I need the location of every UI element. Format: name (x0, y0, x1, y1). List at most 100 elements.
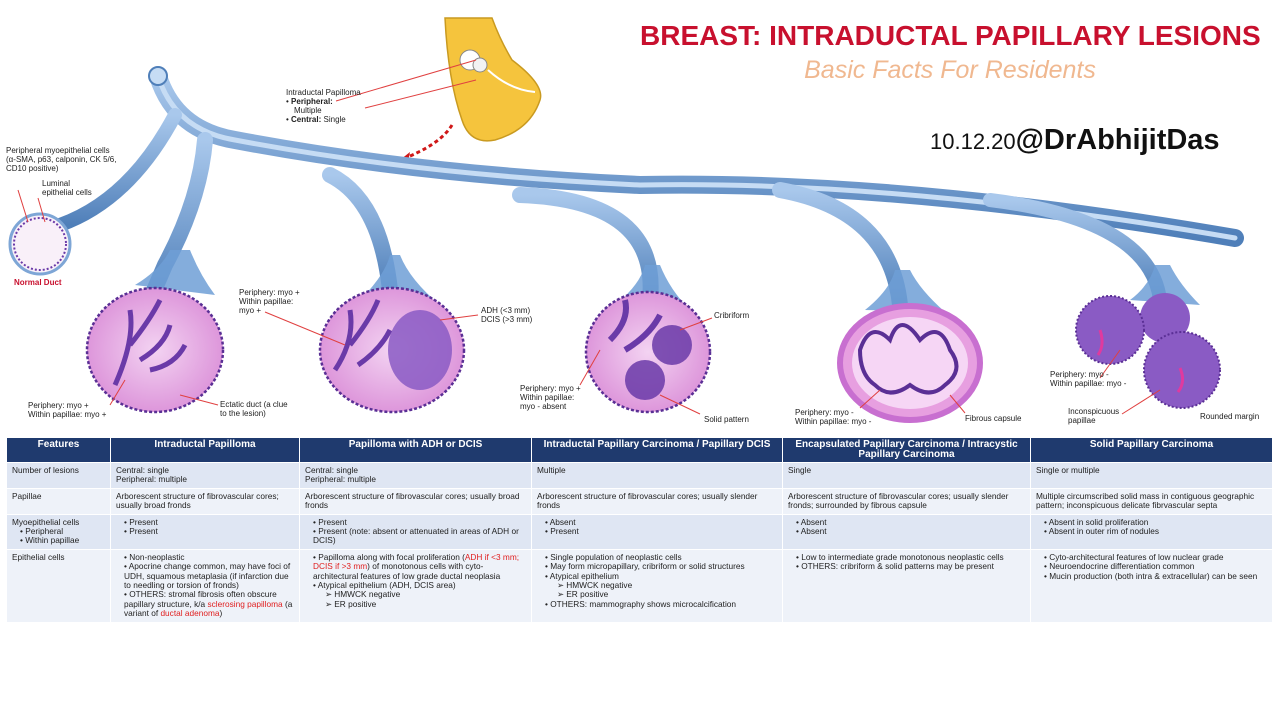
table-cell: Arborescent structure of fibrovascular c… (299, 487, 532, 515)
cell-line: Present (124, 517, 294, 527)
table-cell: Multiple (531, 462, 783, 489)
cell-line: Apocrine change common, may have foci of… (124, 562, 294, 590)
label-text: Peripheral: (291, 97, 333, 106)
cell-line: Single population of neoplastic cells (545, 552, 777, 562)
label-text: epithelial cells (42, 188, 92, 197)
cell-line: Central: single (305, 465, 359, 475)
label-text: Peripheral myoepithelial cells (6, 146, 110, 155)
cell-line: Present (313, 517, 526, 527)
table-cell: Single population of neoplastic cells Ma… (531, 548, 783, 623)
cell-line: May form micropapillary, cribriform or s… (545, 561, 777, 571)
cell-line: Absent in outer rim of nodules (1044, 526, 1267, 536)
label-text: Within papillae: myo - (795, 417, 872, 426)
adh-dcis-label: ADH (<3 mm) DCIS (>3 mm) (481, 306, 532, 324)
label-text: Periphery: myo + (28, 401, 89, 410)
leader-lines (17, 59, 1161, 415)
rounded-margin-label: Rounded margin (1200, 412, 1260, 421)
label-text: Within papillae: (239, 297, 294, 306)
column-header: Encapsulated Papillary Carcinoma / Intra… (782, 437, 1031, 463)
table-cell: Low to intermediate grade monotonous neo… (782, 548, 1031, 623)
cell-line: Myoepithelial cells (12, 516, 80, 527)
papilloma-types-label: Intraductal Papilloma • Peripheral: Mult… (286, 88, 361, 124)
table-cell: Arborescent structure of fibrovascular c… (110, 487, 300, 515)
label-text: Single (323, 115, 346, 124)
author-byline: 10.12.20@DrAbhijitDas (930, 124, 1220, 157)
table-cell: Arborescent structure of fibrovascular c… (782, 487, 1031, 515)
intraductal-papilloma-lesion (85, 286, 225, 414)
table-cell: Papilloma along with focal proliferation… (299, 548, 532, 623)
duct-illustration (8, 17, 1244, 423)
cell-line: ER positive (545, 590, 777, 600)
label-text: ADH (<3 mm) (481, 306, 531, 315)
cell-line: OTHERS: mammography shows microcalcifica… (545, 599, 777, 609)
label-text: myo + (239, 306, 262, 315)
table-row: Myoepithelial cells PeripheralWithin pap… (6, 513, 1273, 550)
cell-line: Present (note: absent or attenuated in a… (313, 526, 526, 546)
table-row: Epithelial cells Non-neoplastic Apocrine… (6, 548, 1273, 623)
feature-cell: Papillae (6, 487, 111, 515)
cell-line: Neuroendocrine differentiation common (1044, 561, 1267, 571)
label-text: Within papillae: myo - (1050, 379, 1127, 388)
table-cell: Multiple circumscribed solid mass in con… (1030, 487, 1273, 515)
table-cell: Single or multiple (1030, 462, 1273, 489)
encapsulated-papillary-carcinoma-lesion (837, 303, 983, 423)
table-cell: PresentPresent (110, 513, 300, 550)
label-text: Ectatic duct (a clue (220, 400, 288, 409)
column-header: Papilloma with ADH or DCIS (299, 437, 532, 463)
normal-duct-cross-section (8, 212, 72, 276)
cell-text: ) of monotonous cells with cyto-architec… (313, 561, 501, 581)
page-subtitle: Basic Facts For Residents (804, 56, 1096, 84)
ectatic-duct-label: Ectatic duct (a clue to the lesion) (220, 400, 288, 418)
fibrous-capsule-label: Fibrous capsule (965, 414, 1022, 423)
cell-line: ER positive (313, 599, 526, 609)
label-text: Intraductal Papilloma (286, 88, 361, 97)
column-header: Intraductal Papillary Carcinoma / Papill… (531, 437, 783, 463)
breast-diagram (399, 17, 542, 162)
cell-text: Papilloma along with focal proliferation… (318, 551, 465, 562)
post-date: 10.12.20 (930, 129, 1016, 154)
cribriform-label: Cribriform (714, 311, 750, 320)
solid-pattern-label: Solid pattern (704, 415, 749, 424)
cell-line: Atypical epithelium (ADH, DCIS area) (313, 580, 526, 590)
page-title: BREAST: INTRADUCTAL PAPILLARY LESIONS (640, 20, 1261, 51)
column-header: Solid Papillary Carcinoma (1030, 437, 1273, 463)
table-cell: Non-neoplastic Apocrine change common, m… (110, 548, 300, 623)
label-text: CD10 positive) (6, 164, 59, 173)
inconspicuous-papillae-label: Inconspicuous papillae (1068, 407, 1119, 425)
label-text: Within papillae: (520, 393, 575, 402)
cell-line: Low to intermediate grade monotonous neo… (796, 552, 1025, 562)
label-text: Inconspicuous (1068, 407, 1120, 416)
label-text: to the lesion) (220, 409, 266, 418)
label-text: Within papillae: myo + (28, 410, 107, 419)
lesion5-myo-label: Periphery: myo - Within papillae: myo - (1050, 370, 1126, 388)
table-cell: PresentPresent (note: absent or attenuat… (299, 513, 532, 550)
table-cell: AbsentAbsent (782, 513, 1031, 550)
normal-duct-label: Normal Duct (14, 278, 62, 287)
solid-papillary-carcinoma-lesion (1075, 293, 1221, 409)
label-text: Periphery: myo - (795, 408, 854, 417)
cell-line: Absent in solid proliferation (1044, 517, 1267, 527)
cell-line: Cyto-architectural features of low nucle… (1044, 552, 1267, 562)
label-text: Periphery: myo + (239, 288, 300, 297)
feature-cell: Myoepithelial cells PeripheralWithin pap… (6, 513, 111, 550)
table-cell: Single (782, 462, 1031, 489)
cell-line: Peripheral: multiple (116, 474, 188, 485)
luminal-label: Luminal epithelial cells (42, 179, 92, 197)
lesion2-myo-label: Periphery: myo + Within papillae: myo + (239, 288, 300, 315)
label-text: Periphery: myo + (520, 384, 581, 393)
cell-line: Absent (545, 517, 777, 527)
cell-line: Papilloma along with focal proliferation… (313, 551, 526, 581)
author-handle: @DrAbhijitDas (1015, 124, 1220, 156)
cell-line: Non-neoplastic (124, 552, 294, 562)
label-text: papillae (1068, 416, 1096, 425)
intraductal-papillary-carcinoma-lesion (584, 290, 712, 414)
label-text: (α-SMA, p63, calponin, CK 5/6, (6, 155, 117, 164)
table-row: Papillae Arborescent structure of fibrov… (6, 487, 1273, 515)
cell-line: OTHERS: cribriform & solid patterns may … (796, 561, 1025, 571)
cell-text: OTHERS: stromal fibrosis often obscure p… (124, 589, 277, 609)
cell-line: Mucin production (both intra & extracell… (1044, 571, 1267, 581)
label-text: Luminal (42, 179, 71, 188)
